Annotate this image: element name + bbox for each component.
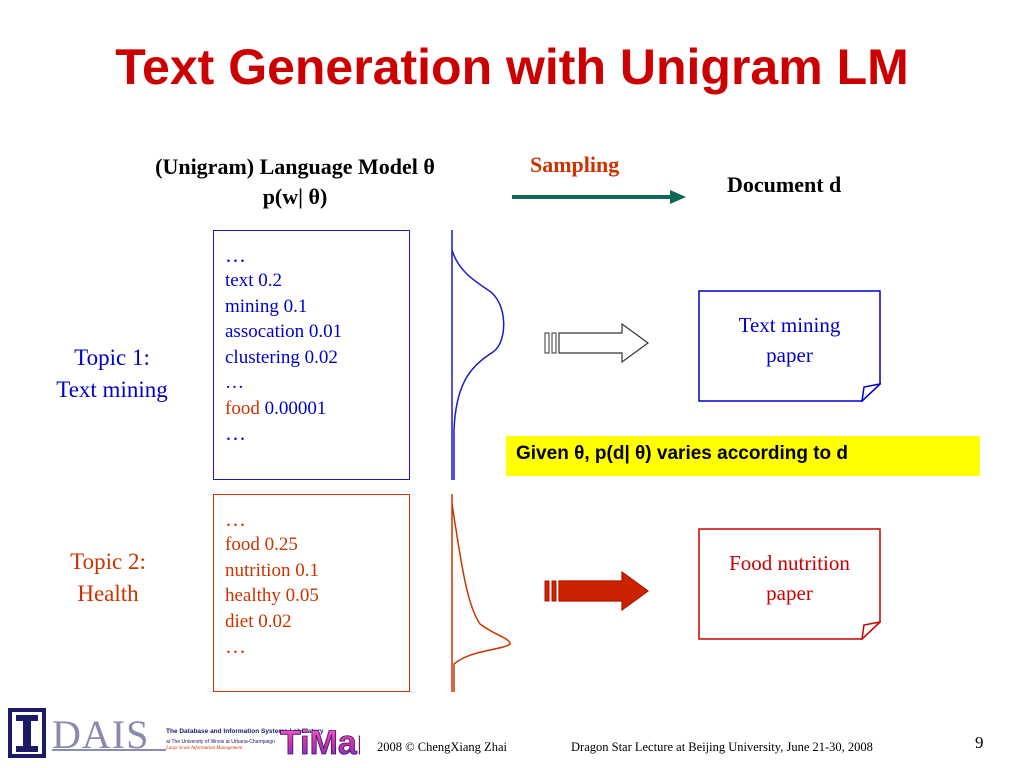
topic-1-word-distribution: … text 0.2 mining 0.1 assocation 0.01 cl…	[213, 230, 410, 480]
list-item: …	[225, 634, 246, 658]
topic-1-label: Topic 1: Text mining	[56, 345, 168, 402]
hollow-arrow-icon	[544, 322, 650, 364]
list-item: clustering 0.02	[225, 346, 338, 368]
svg-text:TiMan: TiMan	[280, 724, 360, 762]
list-item: assocation 0.01	[225, 321, 343, 342]
paper-2-line-2: paper	[766, 581, 813, 605]
page-number: 9	[975, 733, 984, 752]
slide-title: Text Generation with Unigram LM	[115, 39, 909, 95]
food-word: food	[225, 397, 260, 419]
list-item: …	[225, 507, 246, 531]
distribution-curve-2-icon	[451, 494, 511, 692]
dais-university: at The University of Illinois at Urbana-…	[166, 739, 275, 745]
dais-logo-icon: DAIS	[8, 708, 166, 758]
list-item: …	[225, 243, 246, 267]
lm-line-2: p(w| θ)	[262, 184, 328, 209]
list-item: …	[225, 372, 244, 393]
paper-2-line-1: Food nutrition	[729, 551, 850, 575]
list-item: text 0.2	[225, 270, 282, 291]
list-item: mining 0.1	[225, 295, 308, 317]
dais-lab-name: The Database and Information Systems Lab…	[166, 728, 324, 735]
topic-2-word-distribution: … food 0.25 nutrition 0.1 healthy 0.05 d…	[213, 494, 410, 692]
page-fold-icon	[698, 290, 881, 402]
lm-line-1: (Unigram) Language Model θ	[155, 154, 435, 179]
timan-logo-icon: TiMan	[280, 724, 360, 762]
list-item: …	[225, 421, 246, 445]
food-nutrition-paper: Food nutrition paper	[698, 528, 881, 640]
list-item: food 0.25	[225, 534, 298, 555]
distribution-curve-1-icon	[451, 230, 505, 480]
filled-arrow-icon	[544, 570, 650, 612]
list-item: diet 0.02	[225, 610, 292, 632]
list-item: food 0.00001	[225, 396, 409, 422]
document-header: Document d	[727, 172, 842, 197]
page-fold-icon	[698, 528, 881, 640]
highlight-note: Given θ, p(d| θ) varies according to d	[506, 436, 980, 476]
topic-2-label: Topic 2: Health	[70, 549, 146, 606]
dais-subtitle: Large Scale Information Management	[166, 746, 243, 751]
footer-copyright: 2008 © ChengXiang Zhai	[377, 740, 507, 754]
language-model-header: (Unigram) Language Model θ p(w| θ)	[100, 152, 490, 212]
list-item: healthy 0.05	[225, 585, 319, 606]
paper-1-line-1: Text mining	[738, 313, 841, 337]
paper-1-line-2: paper	[766, 343, 813, 367]
food-prob: 0.00001	[264, 397, 327, 419]
sampling-label: Sampling	[530, 152, 620, 177]
list-item: nutrition 0.1	[225, 559, 319, 581]
sampling-arrow-icon	[512, 190, 686, 204]
footer-lecture: Dragon Star Lecture at Beijing Universit…	[571, 740, 873, 754]
text-mining-paper: Text mining paper	[698, 290, 881, 402]
